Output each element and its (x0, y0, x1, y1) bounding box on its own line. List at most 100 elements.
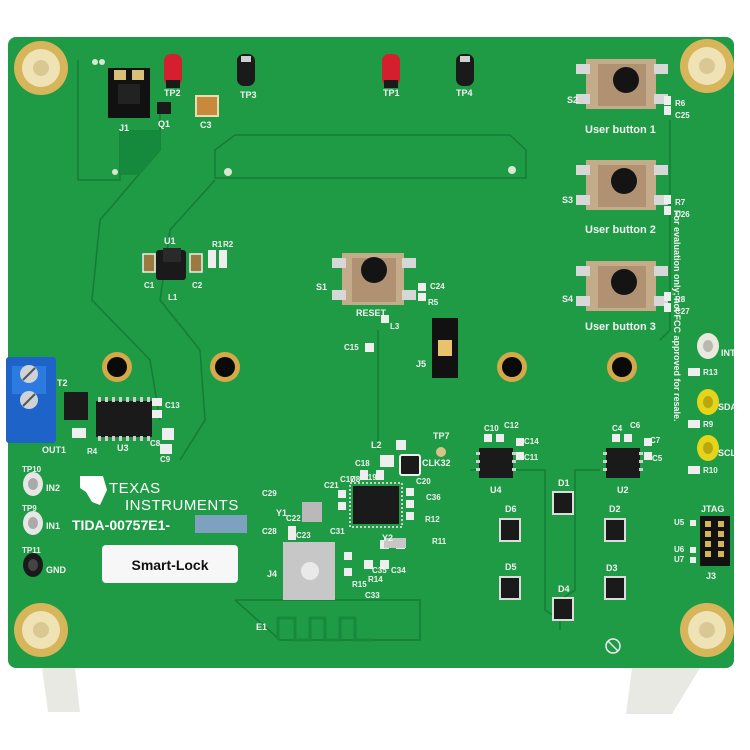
label-r12: R12 (425, 515, 440, 524)
chip-u2 (603, 448, 643, 478)
crystal-y1 (302, 502, 322, 522)
mounting-screw-top-left (14, 41, 68, 95)
label-jtag: JTAG (701, 504, 725, 514)
test-point-sda (697, 389, 719, 415)
label-d5: D5 (505, 562, 517, 572)
copper-pour-corner (120, 130, 160, 175)
label-c14: C14 (524, 437, 539, 446)
test-point-tp9 (23, 511, 43, 535)
label-r3: R3 (72, 429, 83, 438)
label-e1: E1 (256, 622, 268, 632)
label-d4: D4 (558, 584, 570, 594)
label-c13: C13 (165, 401, 180, 410)
mounting-screw-bottom-left (14, 603, 68, 657)
logo-instruments: INSTRUMENTS (125, 497, 239, 514)
smart-lock-label-text: Smart-Lock (131, 557, 209, 573)
label-y1: Y1 (276, 508, 288, 518)
label-tp9: TP9 (22, 504, 37, 513)
label-s4: S4 (562, 294, 574, 304)
label-u8: U8 (350, 475, 361, 484)
test-point-int (697, 333, 719, 359)
label-clk32: CLK32 (422, 458, 451, 468)
label-gnd: GND (46, 565, 66, 575)
transistor-q1 (157, 102, 171, 114)
label-tp11: TP11 (22, 546, 41, 555)
label-u4: U4 (490, 485, 502, 495)
label-c33: C33 (365, 591, 380, 600)
label-l3: L3 (390, 322, 400, 331)
label-c23: C23 (296, 531, 311, 540)
label-s1: S1 (316, 282, 328, 292)
logo-texas: TEXAS (109, 480, 161, 497)
sensors-d1-d6 (499, 491, 626, 621)
label-r11: R11 (432, 537, 447, 546)
label-c11: C11 (524, 453, 539, 462)
mounting-screw-bottom-right (680, 603, 734, 657)
capacitor-c3 (195, 95, 219, 117)
label-c8: C8 (150, 439, 161, 448)
plated-holes (102, 352, 637, 382)
label-r6: R6 (675, 99, 686, 108)
label-c1: C1 (144, 281, 155, 290)
label-l1: L1 (168, 293, 178, 302)
label-out1: OUT1 (42, 445, 67, 455)
label-c36: C36 (426, 493, 441, 502)
label-reset: RESET (356, 308, 387, 318)
label-r1: R1 (212, 240, 223, 249)
button-s3-user-button-2 (576, 160, 668, 210)
label-c17: C17 (340, 475, 355, 484)
label-j5: J5 (416, 359, 427, 369)
label-scl: SCL (718, 448, 736, 458)
label-user-button-1: User button 1 (585, 124, 656, 136)
button-s1-reset (332, 253, 416, 305)
label-c35: C35 (372, 566, 387, 575)
label-c2: C2 (192, 281, 203, 290)
test-point-scl (697, 435, 719, 461)
standoff-left (42, 668, 80, 712)
label-y2: Y2 (382, 533, 394, 543)
test-point-tp4 (456, 54, 474, 86)
label-r10: R10 (703, 466, 718, 475)
redacted-label (195, 515, 247, 533)
label-s3: S3 (562, 195, 574, 205)
label-c19: C19 (362, 473, 377, 482)
label-user-button-3: User button 3 (585, 321, 656, 333)
label-u3: U3 (117, 443, 129, 453)
label-r7: R7 (675, 198, 686, 207)
label-u2: U2 (617, 485, 629, 495)
jumper-j1 (108, 68, 150, 118)
label-r5: R5 (428, 298, 439, 307)
label-tp1: TP1 (383, 88, 400, 98)
label-c15: C15 (344, 343, 359, 352)
board-id: TIDA-00757E1- (72, 517, 171, 533)
test-point-tp2 (164, 54, 182, 88)
label-c4: C4 (612, 424, 623, 433)
recycle-icon (605, 638, 621, 654)
crystal-y2 (384, 538, 406, 548)
label-r2: R2 (223, 240, 234, 249)
smart-lock-label: Smart-Lock (102, 545, 238, 583)
chip-u8 (353, 486, 399, 524)
label-r13: R13 (703, 368, 718, 377)
label-r15: R15 (352, 580, 367, 589)
label-c5: C5 (652, 454, 663, 463)
jtag-header-j3 (700, 516, 730, 566)
label-c29: C29 (262, 489, 277, 498)
label-c31: C31 (330, 527, 345, 536)
label-c27: C27 (675, 307, 690, 316)
texas-instruments-logo-icon (80, 476, 107, 505)
label-c18: C18 (355, 459, 370, 468)
label-c34: C34 (391, 566, 406, 575)
test-point-tp1 (382, 54, 400, 88)
chip-u3 (96, 401, 152, 437)
label-d1: D1 (558, 478, 570, 488)
label-int: INT (721, 348, 736, 358)
label-d6: D6 (505, 504, 517, 514)
standoff-right (626, 668, 700, 714)
label-j3: J3 (706, 571, 717, 581)
label-c9: C9 (160, 455, 171, 464)
test-point-tp3 (237, 54, 255, 86)
button-s4-user-button-3 (576, 261, 668, 311)
label-c6: C6 (630, 421, 641, 430)
